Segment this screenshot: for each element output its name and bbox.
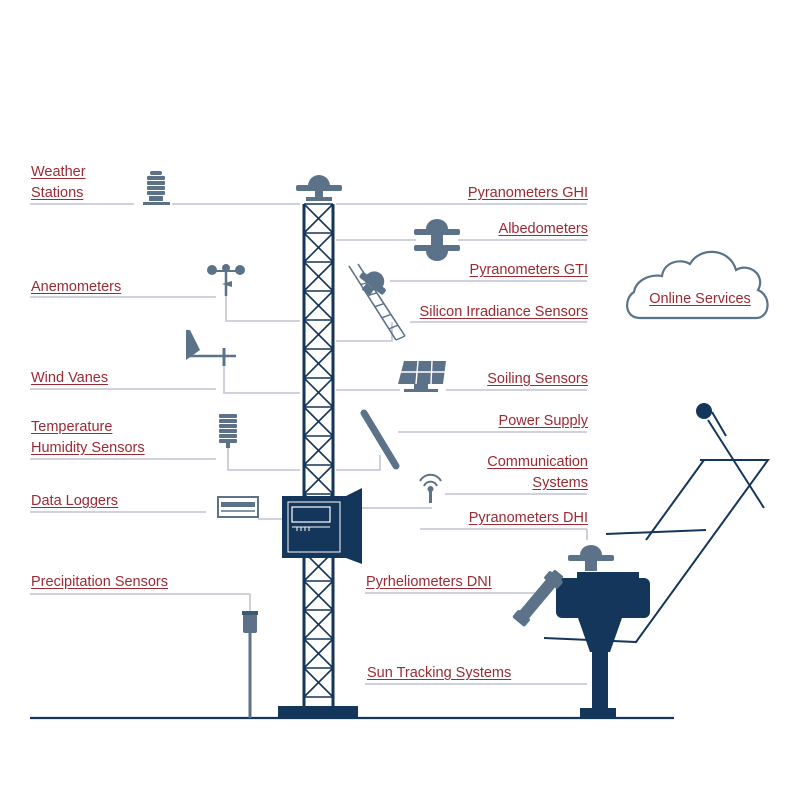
- label-pyrheliometers-dni[interactable]: Pyrheliometers DNI: [366, 574, 492, 590]
- label-power-supply[interactable]: Power Supply: [498, 413, 588, 429]
- temp-humidity-shield-icon: [219, 414, 237, 448]
- label-wind-vanes[interactable]: Wind Vanes: [31, 370, 109, 386]
- communication-antenna-icon: [419, 473, 442, 503]
- logger-cabinet-icon: [282, 488, 362, 564]
- tower-base: [278, 706, 358, 718]
- weather-station-icon: [143, 171, 170, 205]
- albedometer-icon: [414, 219, 460, 261]
- rain-gauge-icon: [242, 611, 258, 718]
- label-pyranometers-ghi[interactable]: Pyranometers GHI: [467, 185, 588, 201]
- lattice-tower: [302, 203, 335, 706]
- label-temperature-line1[interactable]: Temperature: [31, 419, 113, 435]
- data-logger-icon: [217, 496, 259, 518]
- pyranometer-icon: [296, 175, 342, 201]
- label-online-services[interactable]: Online Services: [649, 291, 751, 307]
- sun-tracker-icon: [512, 403, 770, 718]
- cloud-icon: [626, 250, 769, 320]
- label-anemometers[interactable]: Anemometers: [31, 279, 122, 295]
- silicon-sensor-icon: [348, 263, 406, 341]
- label-pyranometers-gti[interactable]: Pyranometers GTI: [469, 262, 588, 278]
- label-data-loggers[interactable]: Data Loggers: [31, 493, 119, 509]
- label-communication-line1[interactable]: Communication: [487, 454, 588, 470]
- label-weather-stations-line1[interactable]: Weather: [31, 164, 86, 180]
- label-systems-line2[interactable]: Systems: [532, 475, 588, 491]
- label-precipitation-sensors[interactable]: Precipitation Sensors: [31, 574, 169, 590]
- label-weather-stations-line2[interactable]: Stations: [31, 185, 84, 201]
- label-soiling-sensors[interactable]: Soiling Sensors: [487, 371, 588, 387]
- anemometer-icon: [207, 264, 245, 296]
- label-albedometers[interactable]: Albedometers: [498, 221, 588, 237]
- power-panel-icon: [360, 409, 400, 470]
- soiling-panel-icon: [398, 360, 446, 392]
- label-pyranometers-dhi[interactable]: Pyranometers DHI: [468, 510, 588, 526]
- label-sun-tracking-systems[interactable]: Sun Tracking Systems: [367, 665, 512, 681]
- label-silicon-irradiance-sensors[interactable]: Silicon Irradiance Sensors: [419, 304, 588, 320]
- label-humidity-sensors-line2[interactable]: Humidity Sensors: [31, 440, 145, 456]
- connector-lines: [30, 203, 588, 685]
- wind-vane-icon: [186, 330, 236, 366]
